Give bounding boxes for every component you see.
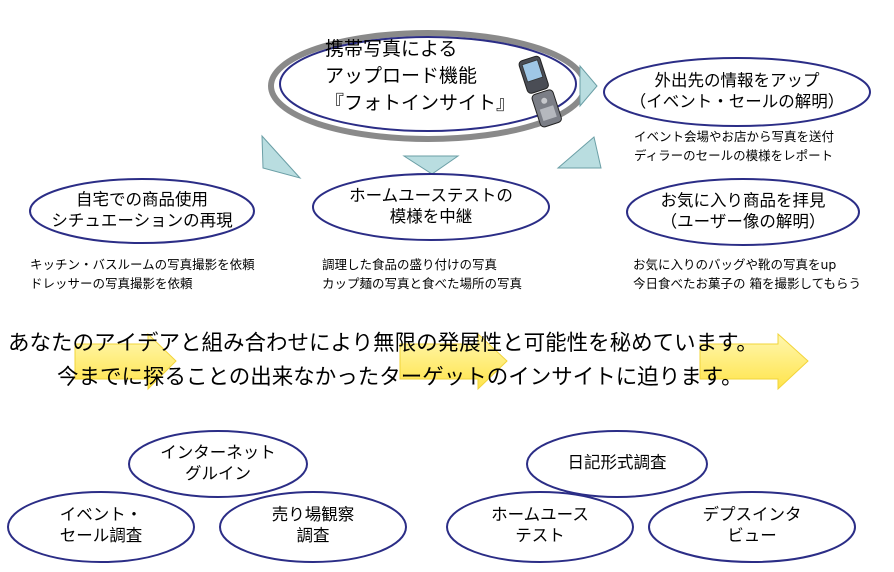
node-line: 外出先の情報をアップ (654, 71, 820, 90)
note-line: ディラーのセールの模様をレポート (634, 148, 834, 163)
oval-diary-survey (526, 430, 708, 498)
node-line: ホームユース (491, 505, 589, 524)
oval-outing-info (603, 57, 871, 127)
node-line: デプスインタ (702, 505, 802, 524)
internet-group-label: インターネット グルイン (129, 443, 307, 484)
arrow-to-left-mid (261, 134, 302, 179)
oval-home-use-test-bottom (446, 491, 634, 563)
diary-survey-label: 日記形式調査 (527, 453, 707, 474)
oval-internet-group (128, 430, 308, 498)
node-line: 模様を中継 (389, 206, 473, 226)
oval-depth-interview (648, 491, 856, 563)
depth-interview-label: デプスインタ ビュー (649, 505, 855, 546)
node-line: グルイン (185, 463, 251, 483)
yellow-arrow-center (399, 332, 508, 391)
headline-line-2: 今までに探ることの出来なかったターゲットのインサイトに迫ります。 (57, 365, 743, 390)
arrow-to-center-mid (402, 155, 460, 175)
node-line: ホームユーステストの (349, 186, 513, 205)
main-node-line: アップロード機能 (325, 65, 478, 87)
main-node-label: 携帯写真による アップロード機能 『フォトインサイト』 (325, 36, 515, 117)
node-line: イベント・ (59, 505, 143, 524)
oval-event-sale (7, 491, 195, 563)
main-node-line: 携帯写真による (325, 38, 458, 60)
node-line: （ユーザー像の解明） (660, 211, 826, 231)
yellow-arrow-left (74, 332, 177, 391)
node-line: お気に入り商品を拝見 (660, 191, 826, 210)
note-line: イベント会場やお店から写真を送付 (634, 129, 835, 144)
headline-line-1: あなたのアイデアと組み合わせにより無限の発展性と可能性を秘めています。 (8, 331, 758, 356)
note-line: ドレッサーの写真撮影を依頼 (30, 276, 193, 291)
node-line: ビュー (727, 525, 777, 545)
node-line: シチュエーションの再現 (51, 210, 233, 230)
arrow-to-top-right (579, 64, 598, 108)
node-line: 調査 (296, 525, 330, 545)
outing-info-notes: イベント会場やお店から写真を送付 ディラーのセールの模様をレポート (634, 127, 834, 165)
node-line: セール調査 (59, 525, 143, 545)
node-line: 日記形式調査 (567, 453, 667, 472)
arrow-to-right-mid (556, 136, 602, 169)
node-line: 売り場観察 (271, 505, 355, 524)
note-line: 調理した食品の盛り付けの写真 (322, 257, 498, 272)
note-line: お気に入りのバッグや靴の写真をup (633, 257, 837, 272)
yellow-arrow-right (699, 332, 809, 391)
oval-favorite-products (626, 178, 860, 246)
store-observation-label: 売り場観察 調査 (220, 505, 406, 546)
mobile-phone-icon (518, 55, 562, 128)
oval-store-observation (219, 491, 407, 563)
favorite-products-label: お気に入り商品を拝見 （ユーザー像の解明） (627, 191, 859, 232)
node-line: （イベント・セールの解明） (629, 91, 845, 111)
note-line: キッチン・バスルームの写真撮影を依頼 (30, 257, 255, 272)
oval-home-usage (29, 178, 255, 244)
oval-home-use-test (312, 173, 550, 241)
node-line: インターネット (160, 443, 276, 462)
favorite-products-notes: お気に入りのバッグや靴の写真をup 今日食べたお菓子の 箱を撮影してもらう (633, 255, 861, 293)
note-line: カップ麺の写真と食べた場所の写真 (322, 276, 523, 291)
node-line: 自宅での商品使用 (76, 190, 208, 209)
home-use-test-label: ホームユーステストの 模様を中継 (313, 186, 549, 227)
home-usage-label: 自宅での商品使用 シチュエーションの再現 (30, 190, 254, 231)
main-node-line: 『フォトインサイト』 (325, 92, 516, 114)
home-use-test-bottom-label: ホームユース テスト (447, 505, 633, 546)
note-line: 今日食べたお菓子の 箱を撮影してもらう (633, 276, 861, 291)
outing-info-label: 外出先の情報をアップ （イベント・セールの解明） (612, 71, 862, 112)
home-usage-notes: キッチン・バスルームの写真撮影を依頼 ドレッサーの写真撮影を依頼 (30, 255, 255, 293)
event-sale-label: イベント・ セール調査 (8, 505, 194, 546)
home-use-test-notes: 調理した食品の盛り付けの写真 カップ麺の写真と食べた場所の写真 (322, 255, 522, 293)
node-line: テスト (515, 525, 565, 545)
